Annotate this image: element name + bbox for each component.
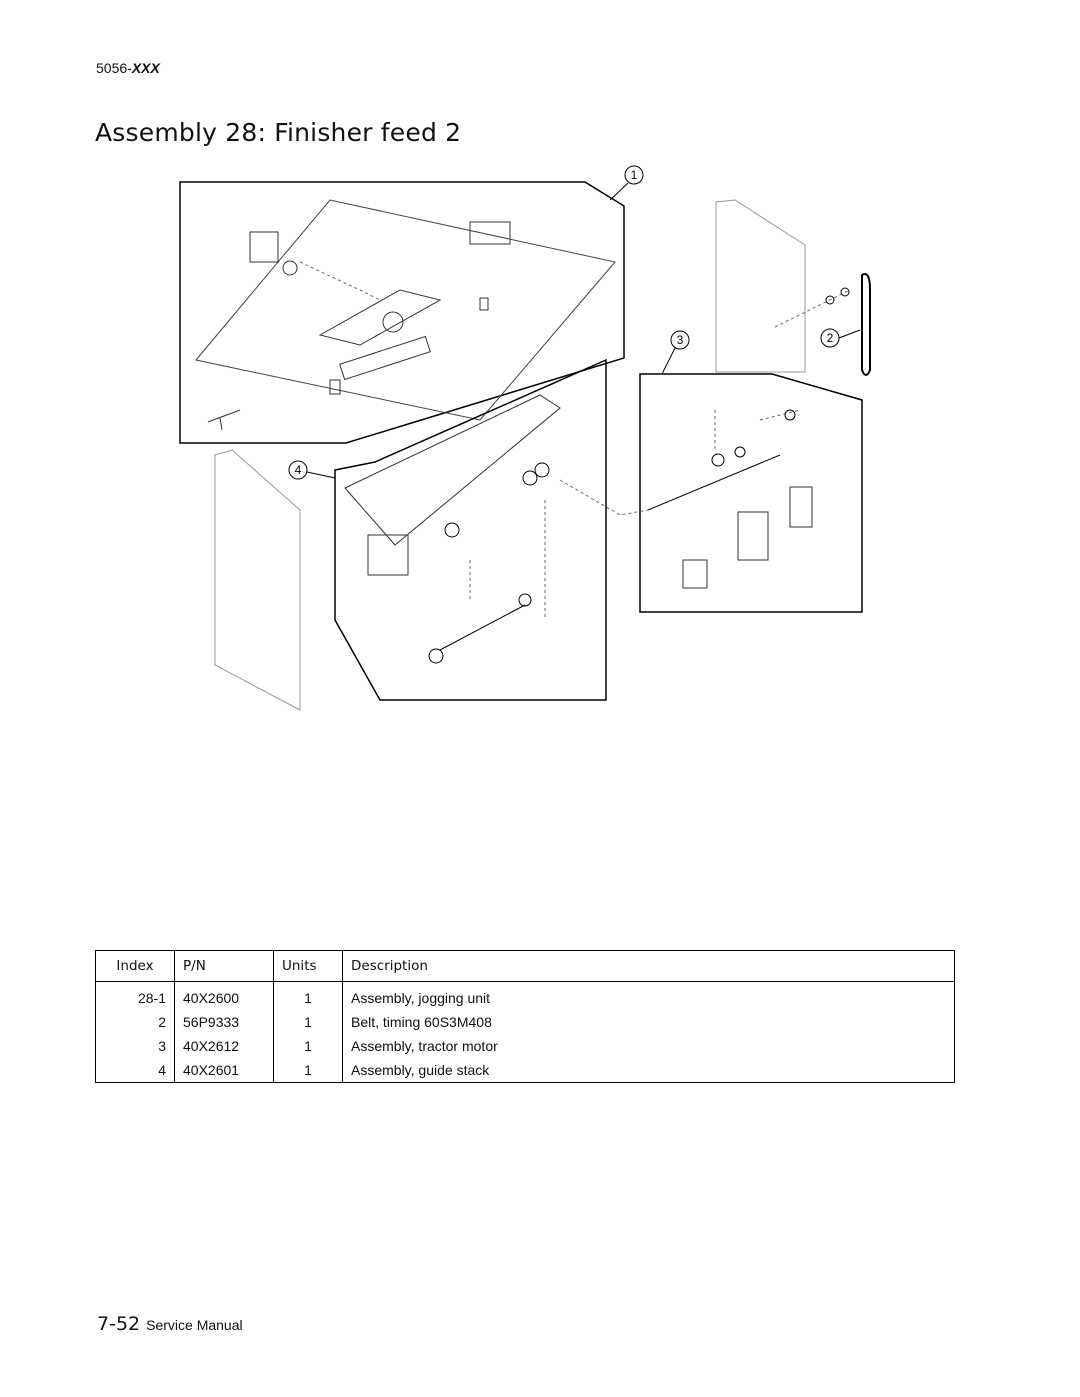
callout-1: 1: [609, 165, 644, 201]
jogging-unit-frame: [179, 181, 625, 444]
svg-text:2: 2: [827, 331, 834, 345]
cell-index: 28-1: [95, 981, 175, 1010]
cell-pn: 40X2600: [174, 981, 274, 1010]
side-panel-right: [715, 199, 806, 373]
cell-description: Assembly, jogging unit: [342, 981, 955, 1010]
callout-3: 3: [661, 330, 690, 375]
model-suffix: XXX: [131, 60, 160, 76]
cell-description: Assembly, guide stack: [342, 1058, 955, 1083]
cell-description: Belt, timing 60S3M408: [342, 1010, 955, 1034]
cell-units: 1: [273, 1034, 343, 1058]
callout-2: 2: [820, 328, 861, 348]
table-row: 4 40X2601 1 Assembly, guide stack: [95, 1058, 955, 1083]
cell-pn: 40X2601: [174, 1058, 274, 1083]
cell-index: 4: [95, 1058, 175, 1083]
column-header-index: Index: [95, 950, 175, 982]
cell-units: 1: [273, 981, 343, 1010]
table-row: 2 56P9333 1 Belt, timing 60S3M408: [95, 1010, 955, 1034]
page-footer: 7-52 Service Manual: [97, 1313, 243, 1335]
table-row: 28-1 40X2600 1 Assembly, jogging unit: [95, 981, 955, 1010]
column-header-pn: P/N: [174, 950, 274, 982]
cell-pn: 56P9333: [174, 1010, 274, 1034]
table-row: 3 40X2612 1 Assembly, tractor motor: [95, 1034, 955, 1058]
manual-name: Service Manual: [146, 1317, 243, 1333]
guide-stack-frame: [334, 358, 607, 701]
column-header-description: Description: [342, 950, 955, 982]
table-header-row: Index P/N Units Description: [95, 950, 955, 982]
svg-text:4: 4: [295, 463, 302, 477]
parts-table: Index P/N Units Description 28-1 40X2600…: [95, 950, 955, 1083]
svg-text:3: 3: [677, 333, 684, 347]
cell-index: 3: [95, 1034, 175, 1058]
cell-index: 2: [95, 1010, 175, 1034]
cell-description: Assembly, tractor motor: [342, 1034, 955, 1058]
model-number: 5056-XXX: [96, 60, 160, 76]
page-title: Assembly 28: Finisher feed 2: [95, 118, 462, 147]
cell-units: 1: [273, 1058, 343, 1083]
cell-pn: 40X2612: [174, 1034, 274, 1058]
cell-units: 1: [273, 1010, 343, 1034]
callout-4: 4: [288, 460, 336, 480]
timing-belt: [861, 273, 871, 376]
tractor-motor-frame: [639, 373, 863, 613]
exploded-parts-diagram: 1 2 3 4: [179, 165, 871, 711]
page-number: 7-52: [97, 1313, 141, 1335]
column-header-units: Units: [273, 950, 343, 982]
svg-text:1: 1: [631, 168, 638, 182]
model-prefix: 5056-: [96, 60, 132, 76]
